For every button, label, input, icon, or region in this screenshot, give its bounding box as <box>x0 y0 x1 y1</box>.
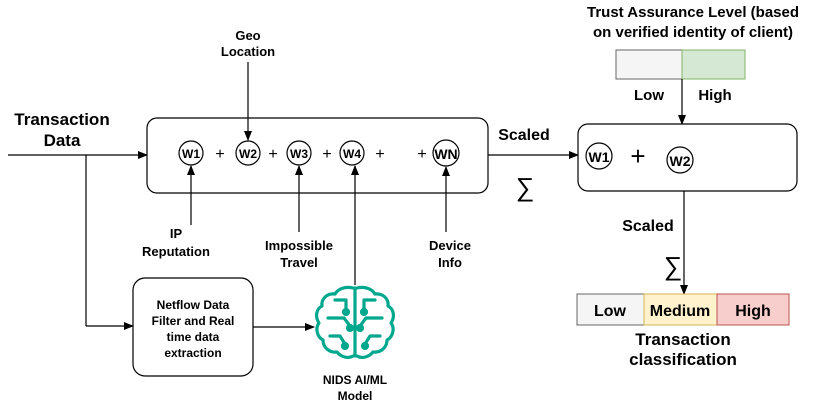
plus-sign-4: + <box>375 146 384 163</box>
device-info-label-line1: Device <box>429 238 471 253</box>
class-high-cell <box>716 293 790 326</box>
geo-location-label-line2: Location <box>221 44 275 59</box>
trust-low-cell <box>615 49 683 80</box>
class-high-label: High <box>735 303 771 320</box>
scaled-label-2: Scaled <box>622 218 674 235</box>
final-weight-node-w2 <box>666 146 694 174</box>
class-medium-label: Medium <box>650 303 710 320</box>
transaction-data-label-line1: Transaction <box>14 110 109 129</box>
final-plus-sign: + <box>630 141 645 171</box>
netflow-label-line4: extraction <box>164 346 221 360</box>
netflow-label-line2: Filter and Real <box>152 314 235 328</box>
impossible-travel-label-line1: Impossible <box>265 238 333 253</box>
classification-title-line1: Transaction <box>635 330 730 349</box>
weight-node-w2 <box>235 140 261 166</box>
transaction-data-label-line2: Data <box>44 131 81 150</box>
impossible-travel-label-line2: Travel <box>280 255 318 270</box>
final-weight-label-w2: W2 <box>670 153 691 169</box>
plus-sign-5: + <box>417 146 426 163</box>
scaled-label-1: Scaled <box>498 127 550 144</box>
trust-high-cell <box>681 49 746 80</box>
trust-high-label: High <box>698 87 731 104</box>
weight-label-wn: WN <box>434 146 457 162</box>
netflow-label-line1: Netflow Data <box>157 298 230 312</box>
weight-label-w4: W4 <box>343 147 361 161</box>
plus-sign-3: + <box>322 146 331 163</box>
brain-circuit-icon <box>315 285 395 359</box>
final-weight-node-w1 <box>585 142 613 170</box>
weight-label-w1: W1 <box>182 147 200 161</box>
trust-title-line2: on verified identity of client) <box>593 24 793 41</box>
geo-location-label-line1: Geo <box>235 28 260 43</box>
sigma-symbol-2: ∑ <box>664 251 683 281</box>
device-info-label-line2: Info <box>438 255 462 270</box>
ip-reputation-label-line2: Reputation <box>142 244 210 259</box>
class-low-label: Low <box>594 303 627 320</box>
trust-low-label: Low <box>634 87 664 104</box>
netflow-label-line3: time data <box>167 330 220 344</box>
class-low-cell <box>576 293 645 326</box>
class-medium-cell <box>643 293 718 326</box>
plus-sign-1: + <box>215 146 224 163</box>
trust-title-line1: Trust Assurance Level (based <box>587 4 799 21</box>
plus-sign-2: + <box>268 146 277 163</box>
classification-title-line2: classification <box>629 350 737 369</box>
nids-label-line1: NIDS AI/ML <box>323 373 387 387</box>
ip-reputation-label-line1: IP <box>170 226 183 241</box>
sigma-symbol-1: ∑ <box>516 172 535 202</box>
nids-label-line2: Model <box>338 389 373 403</box>
final-weight-label-w1: W1 <box>589 149 610 165</box>
weight-label-w3: W3 <box>290 147 308 161</box>
weight-label-w2: W2 <box>239 147 257 161</box>
